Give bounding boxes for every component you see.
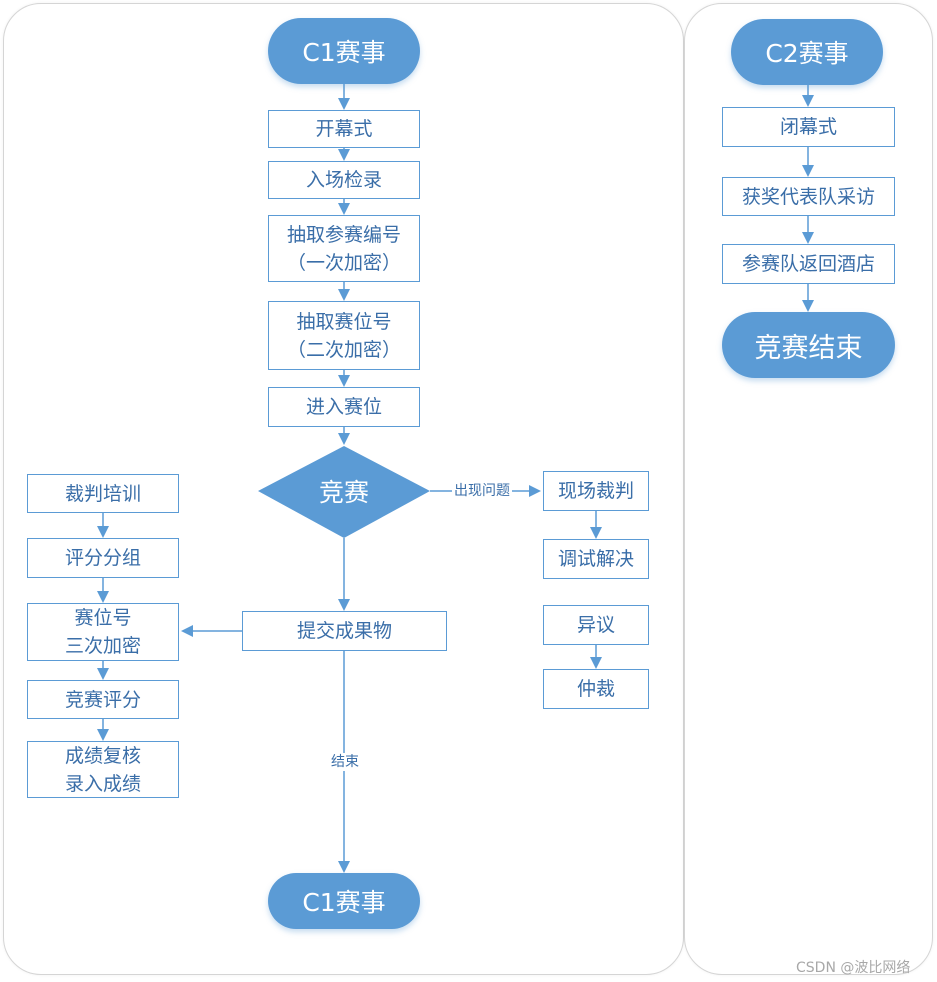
score-review-line2: 录入成绩 bbox=[64, 772, 141, 795]
c1-start-label: C1赛事 bbox=[302, 38, 386, 67]
c1-end-label: C1赛事 bbox=[302, 888, 386, 917]
closing-ceremony-box: 闭幕式 bbox=[722, 107, 895, 147]
debug-resolve-box: 调试解决 bbox=[543, 539, 649, 579]
end-edge-label: 结束 bbox=[329, 753, 361, 771]
judge-training-label: 裁判培训 bbox=[64, 482, 141, 505]
draw-seat-line2: （二次加密） bbox=[286, 338, 401, 361]
arbitration-label: 仲裁 bbox=[576, 678, 615, 700]
compete-diamond-label: 竞赛 bbox=[318, 478, 369, 507]
third-encryption-line1: 赛位号 bbox=[74, 607, 132, 629]
checkin-label: 入场检录 bbox=[305, 169, 382, 191]
enter-seat-label: 进入赛位 bbox=[305, 396, 382, 418]
third-encryption-box: 赛位号 三次加密 bbox=[27, 603, 179, 661]
judge-training-box: 裁判培训 bbox=[27, 474, 179, 513]
winner-interview-label: 获奖代表队采访 bbox=[741, 185, 875, 208]
arbitration-box: 仲裁 bbox=[543, 669, 649, 709]
closing-ceremony-label: 闭幕式 bbox=[779, 116, 837, 138]
c2-start-label: C2赛事 bbox=[765, 39, 849, 68]
draw-seat-line1: 抽取赛位号 bbox=[296, 310, 392, 333]
c2-start-terminator: C2赛事 bbox=[731, 19, 883, 85]
competition-scoring-box: 竞赛评分 bbox=[27, 680, 179, 719]
issue-edge-label: 出现问题 bbox=[452, 482, 512, 500]
draw-seat-box: 抽取赛位号 （二次加密） bbox=[268, 301, 420, 370]
score-grouping-box: 评分分组 bbox=[27, 538, 179, 578]
draw-number-line1: 抽取参赛编号 bbox=[286, 223, 401, 246]
opening-ceremony-label: 开幕式 bbox=[315, 118, 373, 140]
return-hotel-label: 参赛队返回酒店 bbox=[741, 253, 875, 275]
enter-seat-box: 进入赛位 bbox=[268, 387, 420, 427]
c1-end-terminator: C1赛事 bbox=[268, 873, 420, 929]
score-review-box: 成绩复核 录入成绩 bbox=[27, 741, 179, 798]
objection-box: 异议 bbox=[543, 605, 649, 645]
onsite-judge-box: 现场裁判 bbox=[543, 471, 649, 511]
competition-scoring-label: 竞赛评分 bbox=[64, 688, 141, 711]
objection-label: 异议 bbox=[576, 614, 615, 636]
debug-resolve-label: 调试解决 bbox=[557, 548, 634, 570]
return-hotel-box: 参赛队返回酒店 bbox=[722, 244, 895, 284]
opening-ceremony-box: 开幕式 bbox=[268, 110, 420, 148]
submit-results-box: 提交成果物 bbox=[242, 611, 447, 651]
score-review-line1: 成绩复核 bbox=[64, 744, 141, 767]
draw-number-box: 抽取参赛编号 （一次加密） bbox=[268, 215, 420, 282]
draw-number-line2: （一次加密） bbox=[286, 251, 401, 274]
score-grouping-label: 评分分组 bbox=[64, 547, 141, 569]
submit-results-label: 提交成果物 bbox=[296, 620, 392, 642]
checkin-box: 入场检录 bbox=[268, 161, 420, 199]
competition-end-terminator: 竞赛结束 bbox=[722, 312, 895, 378]
compete-diamond bbox=[258, 446, 430, 538]
c1-start-terminator: C1赛事 bbox=[268, 18, 420, 84]
winner-interview-box: 获奖代表队采访 bbox=[722, 177, 895, 216]
third-encryption-line2: 三次加密 bbox=[64, 635, 141, 657]
competition-end-label: 竞赛结束 bbox=[754, 332, 863, 364]
onsite-judge-label: 现场裁判 bbox=[557, 480, 634, 502]
csdn-watermark: CSDN @波比网络 bbox=[796, 960, 911, 976]
